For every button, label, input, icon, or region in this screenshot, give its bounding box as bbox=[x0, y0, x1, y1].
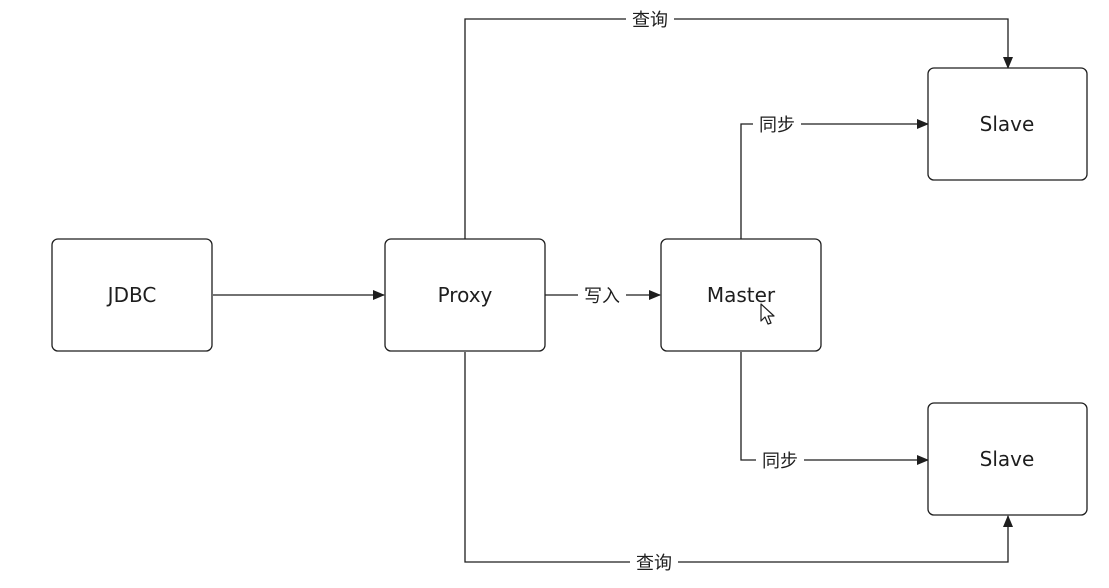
edge-label-sync-bottom-text: 同步 bbox=[762, 451, 798, 472]
edge-label-query-bottom: 查询 bbox=[630, 550, 678, 574]
edge-label-sync-top: 同步 bbox=[753, 112, 801, 136]
edge-label-write-text: 写入 bbox=[584, 286, 620, 307]
node-slave-top-label: Slave bbox=[980, 112, 1035, 136]
edge-label-query-bottom-text: 查询 bbox=[636, 553, 672, 574]
node-master[interactable]: Master bbox=[660, 238, 822, 352]
node-jdbc[interactable]: JDBC bbox=[51, 238, 213, 352]
edge-label-sync-top-text: 同步 bbox=[759, 115, 795, 136]
edge-label-sync-bottom: 同步 bbox=[756, 448, 804, 472]
node-master-label: Master bbox=[707, 283, 776, 307]
edge-proxy-to-slave-bottom[interactable] bbox=[464, 352, 1013, 563]
mouse-cursor-icon bbox=[760, 303, 775, 325]
edge-label-query-top: 查询 bbox=[626, 7, 674, 31]
edge-master-to-slave-bottom[interactable] bbox=[740, 352, 929, 465]
node-slave-bottom[interactable]: Slave bbox=[927, 402, 1088, 516]
node-proxy[interactable]: Proxy bbox=[384, 238, 546, 352]
node-slave-top[interactable]: Slave bbox=[927, 67, 1088, 181]
node-slave-bottom-label: Slave bbox=[980, 447, 1035, 471]
node-jdbc-label: JDBC bbox=[106, 283, 157, 307]
edge-label-query-top-text: 查询 bbox=[632, 10, 668, 31]
node-proxy-label: Proxy bbox=[438, 283, 493, 307]
edge-proxy-to-slave-top[interactable] bbox=[464, 18, 1013, 239]
edge-master-to-slave-top[interactable] bbox=[740, 119, 929, 239]
edge-label-write: 写入 bbox=[578, 283, 626, 307]
